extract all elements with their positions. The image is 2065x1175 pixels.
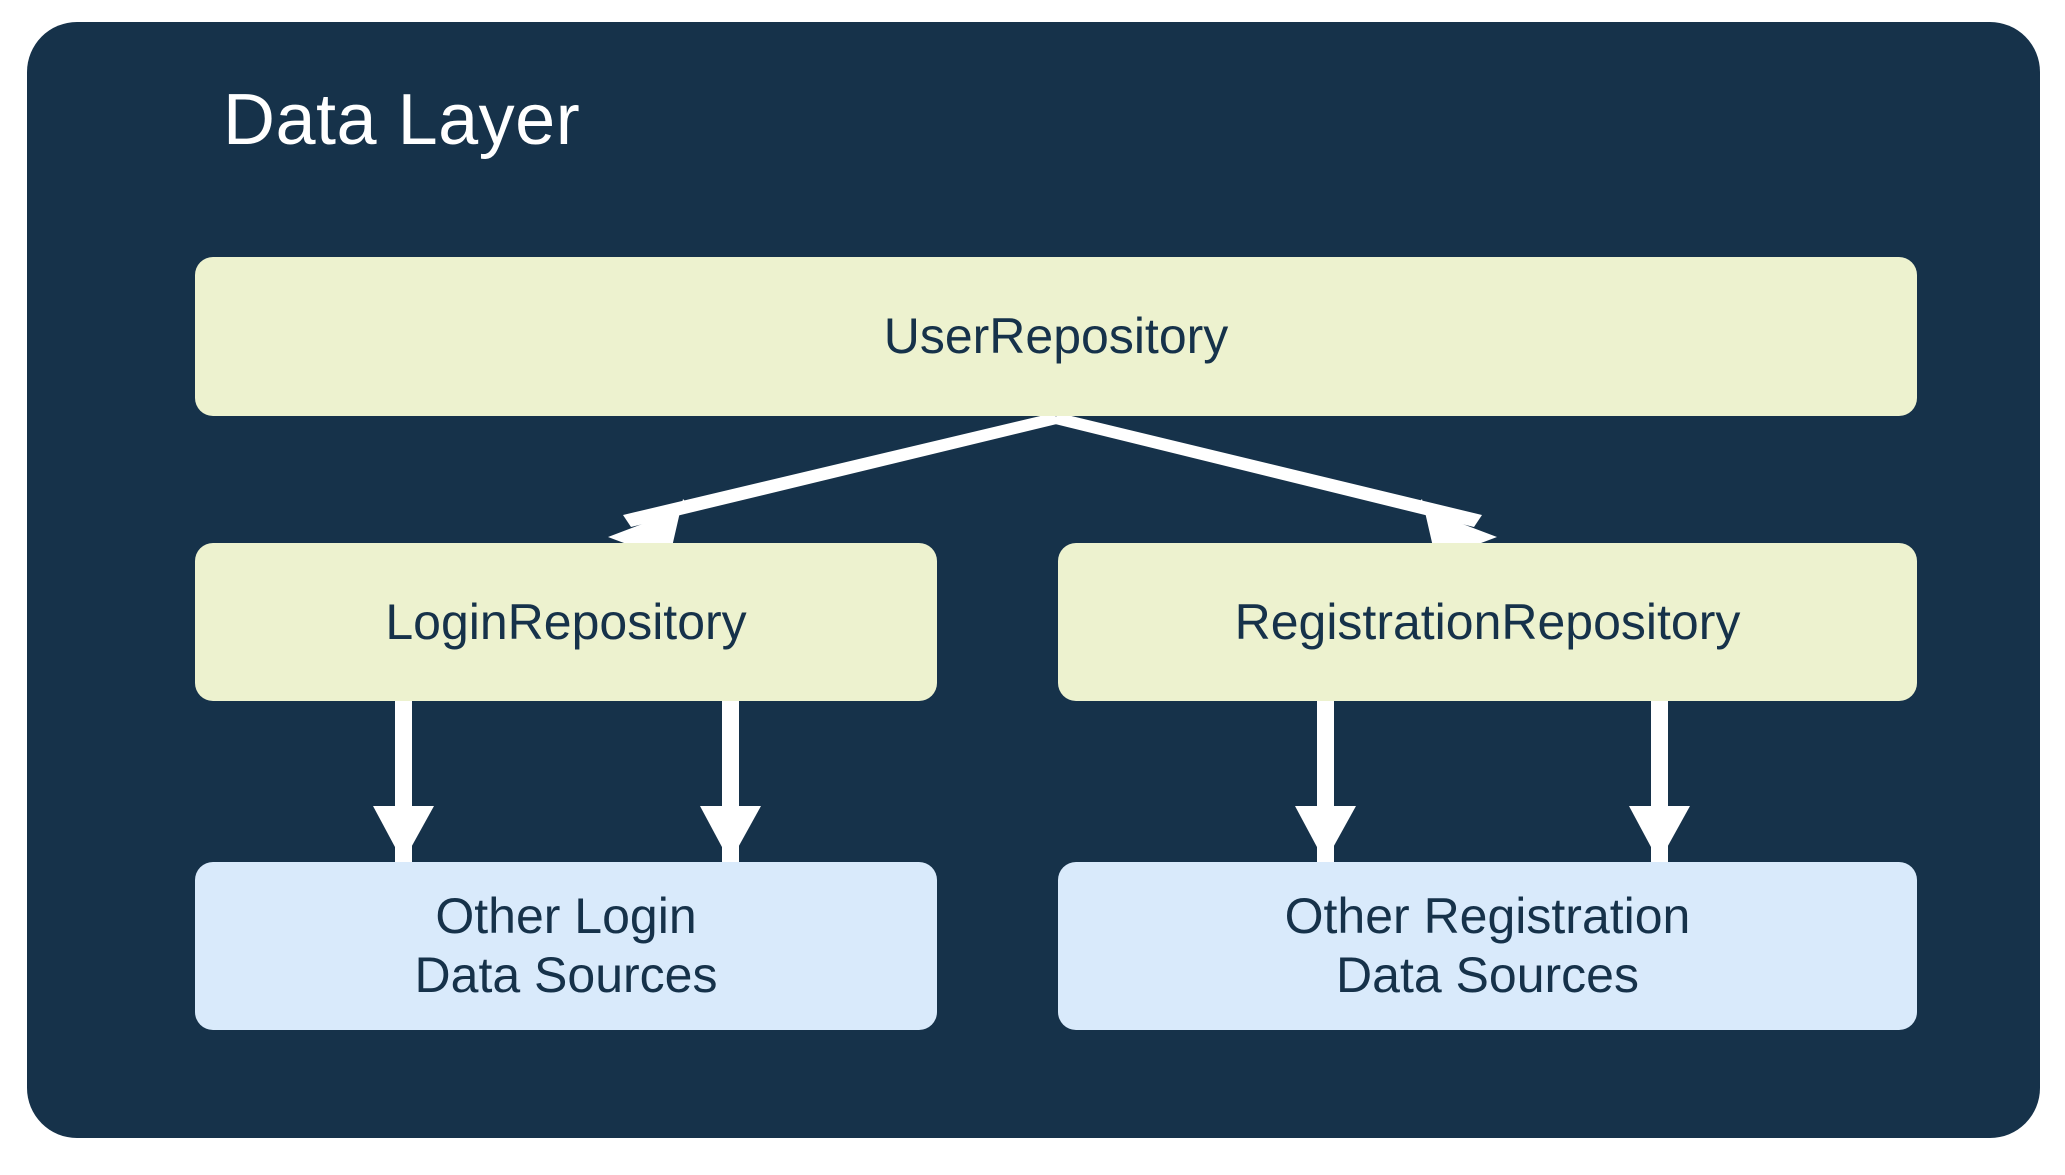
node-other-login-data-sources[interactable]: Other Login Data Sources (195, 862, 937, 1030)
node-other-registration-data-sources[interactable]: Other Registration Data Sources (1058, 862, 1917, 1030)
node-user-repository[interactable]: UserRepository (195, 257, 1917, 416)
data-layer-title: Data Layer (223, 80, 581, 160)
node-login-repository[interactable]: LoginRepository (195, 543, 937, 701)
node-registration-repository[interactable]: RegistrationRepository (1058, 543, 1917, 701)
